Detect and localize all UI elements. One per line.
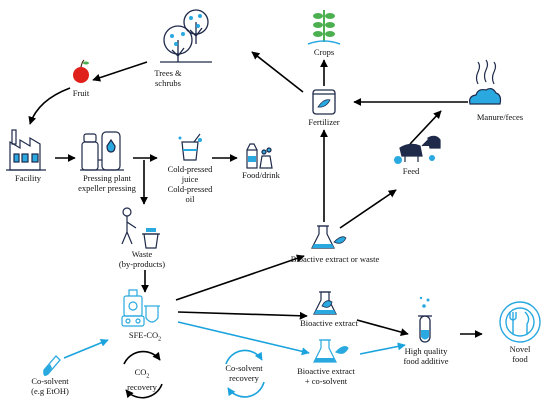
- arrow-sfe-to-bioactive-cosolvent: [177, 321, 310, 356]
- pressing-plant-icon: [80, 131, 124, 171]
- arrow-sfe-to-bioactive-extract: [177, 311, 308, 320]
- trees-label: Trees &schrubs: [154, 68, 182, 88]
- trees-icon: [160, 9, 212, 63]
- arrow-sfe-to-bioactive-waste: [175, 254, 305, 301]
- sfe-label: SFE-CO2: [128, 330, 162, 343]
- fruit-icon: [73, 59, 89, 83]
- food-drink-icon: [246, 143, 273, 169]
- co-solvent-tube-icon: [43, 355, 61, 376]
- sfe-co2-icon: [121, 289, 160, 327]
- arrow-fruit-to-facility: [28, 87, 71, 125]
- crops-icon: [307, 10, 341, 45]
- arrow-cosolvent-to-sfe: [63, 339, 109, 359]
- arrow-bioactive-to-feed: [339, 189, 397, 229]
- co-solvent-label: Co-solvent(e.g EtOH): [31, 376, 69, 396]
- facility-icon: [6, 129, 46, 171]
- food-drink-label: Food/drink: [242, 170, 280, 180]
- flow-arrows: [28, 51, 483, 338]
- blue-flow-arrows: [63, 321, 406, 359]
- crops-label: Crops: [313, 47, 335, 57]
- waste-label: Waste(by-products): [118, 249, 166, 269]
- bioactive-flask-icon: [311, 225, 347, 249]
- manure-label: Manure/feces: [476, 112, 524, 122]
- manure-icon: [469, 59, 502, 105]
- bioactive-cosolvent-label: Bioactive extract+ co-solvent: [297, 366, 355, 386]
- arrow-trees-to-fruit: [92, 61, 148, 82]
- arrow-cosolvent-to-additive: [359, 342, 406, 355]
- fruit-label: Fruit: [72, 88, 90, 98]
- co2-recovery-cycle-icon: [123, 350, 163, 399]
- novel-food-plate-icon: [499, 301, 541, 343]
- bioactive-flask-icon: [313, 291, 337, 315]
- waste-bin-icon: [121, 207, 160, 249]
- fertilizer-label: Fertilizer: [308, 117, 340, 127]
- arrow-fertilizer-to-trees: [251, 51, 304, 93]
- arrow-feed-to-manure: [409, 110, 442, 145]
- bioactive-flask-icon: [313, 339, 349, 363]
- feed-animals-icon: [394, 135, 441, 164]
- arrow-extract-to-additive: [356, 319, 409, 336]
- bioactive-waste-label: Bioactive extract or waste: [290, 254, 380, 264]
- facility-label: Facility: [15, 173, 41, 183]
- cold-pressed-icon: [178, 133, 202, 161]
- high-quality-tube-icon: [418, 296, 432, 343]
- feed-label: Feed: [402, 166, 420, 176]
- bioactive-extract-label: Bioactive extract: [300, 318, 358, 328]
- co-solvent-recovery-cycle-icon: [225, 349, 265, 398]
- fertilizer-icon: [312, 89, 336, 115]
